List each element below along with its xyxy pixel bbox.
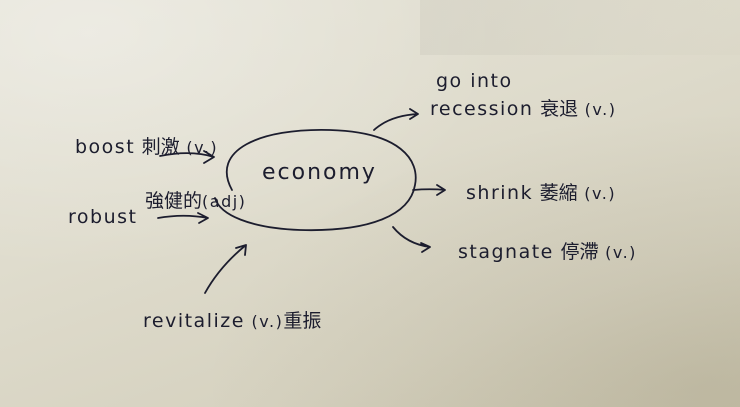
node-robust-english: robust xyxy=(68,206,138,228)
node-boost-chinese: 刺激 xyxy=(141,136,180,158)
node-boost-pos: (v.) xyxy=(186,138,219,157)
paper-bleed-through xyxy=(420,0,740,55)
node-recession-english-line2: recession xyxy=(430,98,534,120)
node-revitalize: revitalize (v.)重振 xyxy=(143,306,321,333)
center-node-economy: economy xyxy=(262,160,377,185)
node-recession-english-line1: go into xyxy=(436,70,513,92)
node-robust-translation: 強健的(adj) xyxy=(145,186,246,213)
node-boost: boost 刺激 (v.) xyxy=(75,132,218,159)
node-stagnate: stagnate 停滯 (v.) xyxy=(458,237,637,264)
robust-arrow-icon xyxy=(157,212,209,224)
node-robust-pos: (adj) xyxy=(202,192,247,211)
node-robust: robust xyxy=(68,206,137,228)
node-recession-pos: (v.) xyxy=(584,100,617,119)
node-stagnate-pos: (v.) xyxy=(605,243,637,262)
node-revitalize-pos: (v.) xyxy=(251,312,284,331)
boost-arrow-icon xyxy=(159,150,215,164)
recession-arrow-icon xyxy=(373,108,419,131)
node-shrink: shrink 萎縮 (v.) xyxy=(466,178,616,205)
stagnate-arrow-icon xyxy=(392,226,431,253)
node-shrink-chinese: 萎縮 xyxy=(539,182,578,204)
node-boost-english: boost xyxy=(75,136,136,158)
node-shrink-english: shrink xyxy=(466,182,534,204)
node-revitalize-chinese: 重振 xyxy=(283,310,322,332)
node-recession-line1: go into xyxy=(436,70,513,92)
node-shrink-pos: (v.) xyxy=(584,184,617,203)
node-recession-chinese: 衰退 xyxy=(540,98,579,120)
revitalize-arrow-icon xyxy=(204,244,247,294)
center-ellipse xyxy=(214,129,417,232)
node-recession: recession 衰退 (v.) xyxy=(430,94,616,121)
node-stagnate-english: stagnate xyxy=(458,241,554,263)
node-stagnate-chinese: 停滯 xyxy=(560,241,599,263)
node-robust-chinese: 強健的 xyxy=(145,190,203,212)
node-revitalize-english: revitalize xyxy=(143,310,245,332)
shrink-arrow-icon xyxy=(412,184,446,196)
